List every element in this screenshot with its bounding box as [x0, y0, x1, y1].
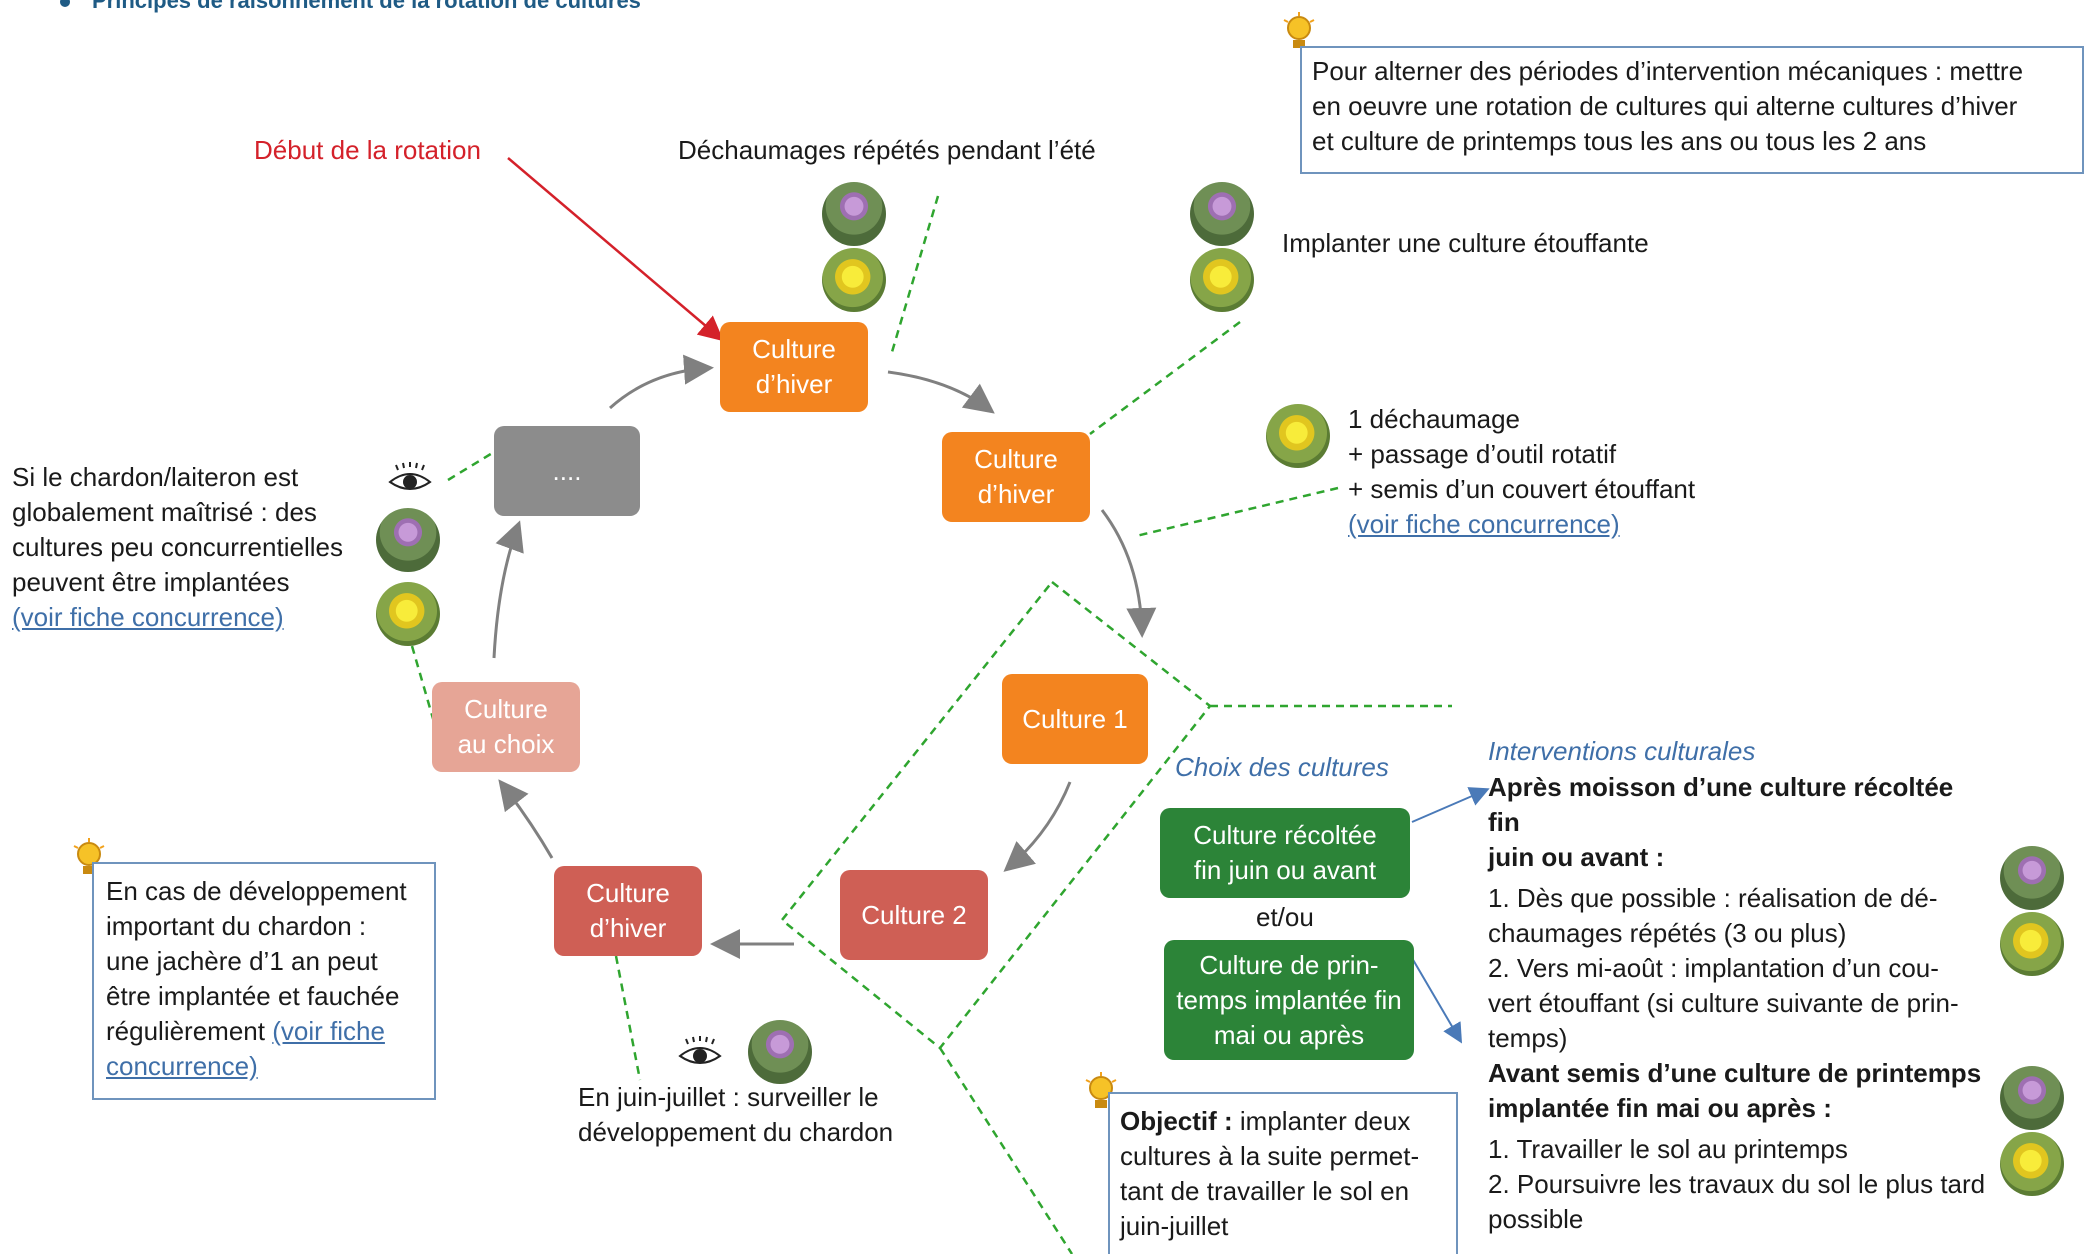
dash-left-low — [410, 645, 436, 723]
voir-fiche-link[interactable]: concurrence) — [106, 1051, 258, 1081]
dash-etouffante — [1089, 320, 1241, 436]
dash-lower — [938, 1047, 1074, 1254]
box-culture-1: Culture 1 — [1002, 674, 1148, 764]
sow-thistle-photo-icon — [1190, 248, 1254, 312]
dechaumage-text: 1 déchaumage + passage d’outil rotatif +… — [1348, 404, 1696, 539]
voir-fiche-link[interactable]: (voir fiche concurrence) — [1348, 509, 1620, 539]
sow-thistle-photo-icon — [376, 582, 440, 646]
arrow-grey-1 — [608, 354, 714, 410]
voir-fiche-link[interactable]: (voir fiche concurrence) — [12, 602, 284, 632]
arrow-grey-2 — [887, 370, 995, 414]
sow-thistle-photo-icon — [2000, 1132, 2064, 1196]
dash-left — [447, 450, 495, 482]
sow-thistle-photo-icon — [2000, 912, 2064, 976]
etouffante-label: Implanter une culture étouffante — [1282, 228, 1649, 258]
note-alternance: Pour alterner des périodes d’interventio… — [1300, 46, 2084, 174]
lightbulb-icon — [1085, 1072, 1117, 1108]
dash-dechaumage — [1135, 486, 1339, 538]
bullet-dot — [60, 0, 70, 8]
arrow-blue-1 — [1411, 787, 1490, 823]
start-label: Début de la rotation — [254, 135, 481, 165]
start-arrow — [507, 157, 724, 342]
sow-thistle-photo-icon — [1266, 404, 1330, 468]
choix-label: Choix des cultures — [1175, 752, 1389, 782]
note-jachere: En cas de développement important du cha… — [92, 862, 436, 1100]
et-ou-label: et/ou — [1256, 902, 1314, 932]
interventions-text: Après moisson d’une culture récoltée fin… — [1488, 772, 1986, 1234]
sow-thistle-photo-icon — [822, 248, 886, 312]
thistle-photo-icon — [822, 182, 886, 246]
thistle-photo-icon — [2000, 846, 2064, 910]
lightbulb-icon — [73, 838, 105, 874]
arrow-grey-6 — [498, 779, 554, 859]
box-culture-2: Culture 2 — [840, 870, 988, 960]
box-dots: .... — [494, 426, 640, 516]
page-title: Principes de raisonnement de la rotation… — [60, 0, 641, 14]
dechaumages-label: Déchaumages répétés pendant l’été — [678, 135, 1096, 165]
dash-bottom — [614, 955, 642, 1081]
dash-diamond — [780, 580, 1212, 1050]
dash-top — [890, 195, 940, 353]
arrow-grey-3 — [1100, 509, 1157, 638]
thistle-photo-icon — [376, 508, 440, 572]
arrow-grey-4 — [1003, 781, 1072, 872]
thistle-photo-icon — [1190, 182, 1254, 246]
arrow-blue-2 — [1411, 957, 1463, 1044]
juin-text: En juin-juillet : surveiller le développ… — [578, 1082, 894, 1147]
voir-fiche-link[interactable]: (voir fiche — [272, 1016, 385, 1046]
interventions-label: Interventions culturales — [1488, 736, 1756, 766]
arrow-grey-7 — [492, 520, 524, 659]
note-objectif: Objectif : implanter deux cultures à la … — [1108, 1092, 1458, 1254]
chardon-text: Si le chardon/laiteron est globalement m… — [12, 462, 343, 632]
thistle-photo-icon — [2000, 1066, 2064, 1130]
lightbulb-icon — [1283, 12, 1315, 48]
thistle-photo-icon — [748, 1020, 812, 1084]
eye-icon — [388, 462, 432, 490]
eye-icon — [678, 1036, 722, 1064]
